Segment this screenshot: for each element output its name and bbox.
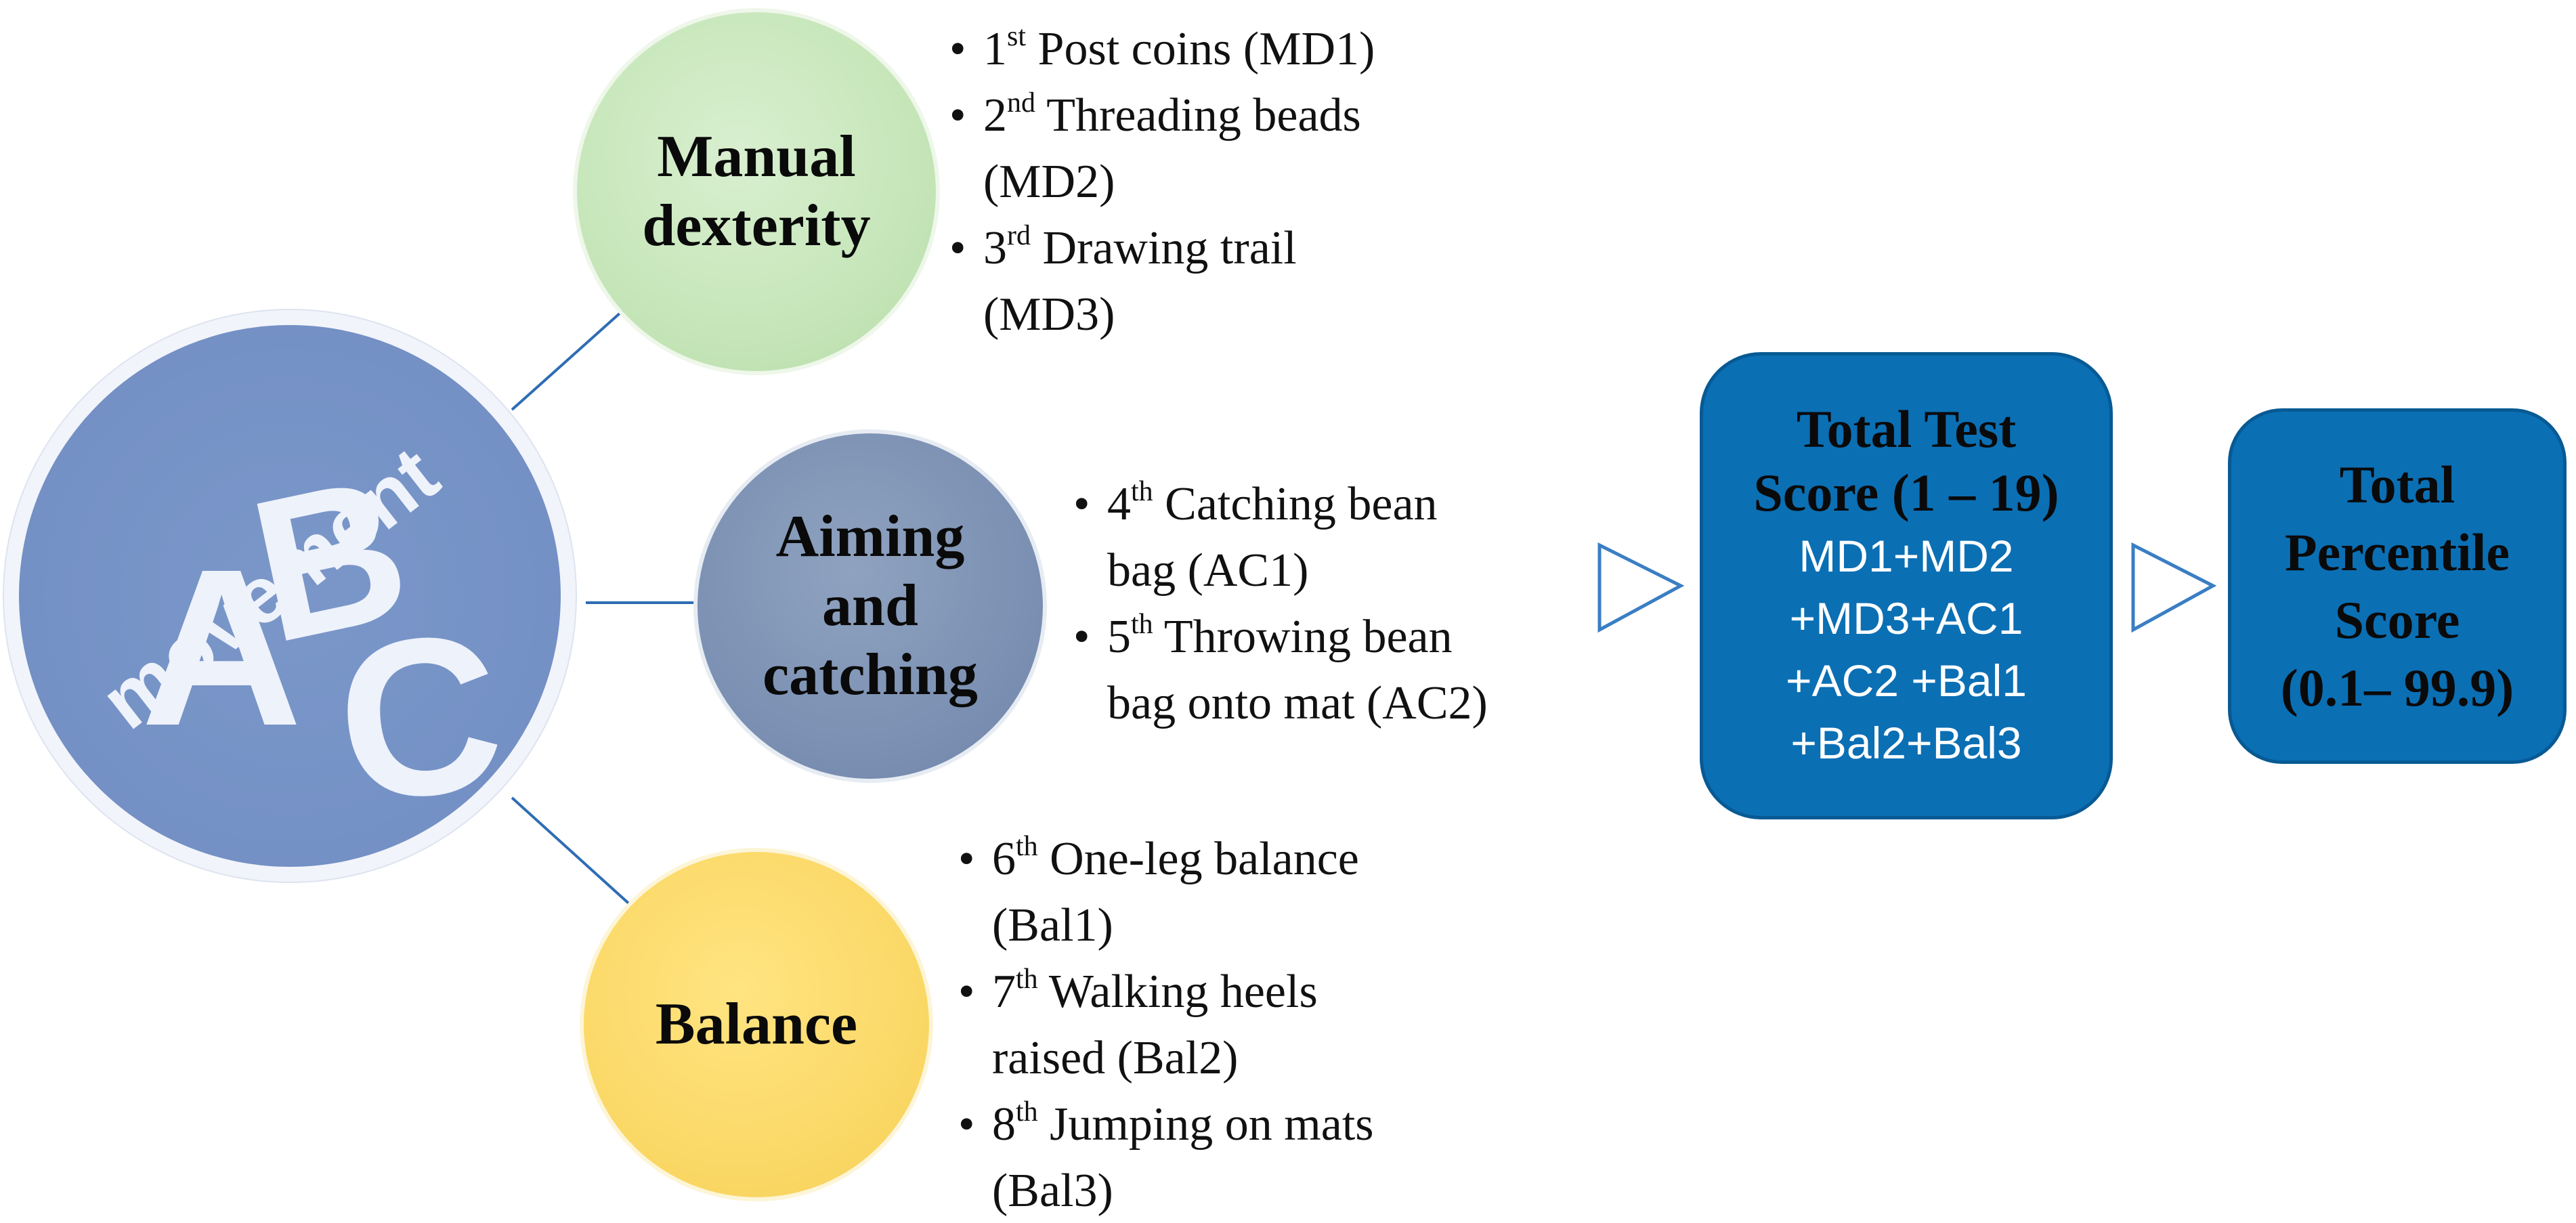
task-md1: •1st Post coins (MD1)	[949, 20, 1375, 75]
balance-circle: Balance	[584, 852, 929, 1197]
movement-abc-logo-art: movement A B C	[85, 430, 513, 850]
movement-abc-logo: movement A B C	[19, 325, 561, 867]
total-test-title: Total Test Score (1 – 19)	[1753, 400, 2059, 522]
arrow-to-total-test	[1597, 542, 1685, 633]
task-md2: •2nd Threading beads(MD2)	[949, 87, 1361, 208]
balance-task-list: •6th One-leg balance(Bal1) •7th Walking …	[958, 826, 1500, 1223]
task-md3: •3rd Drawing trail(MD3)	[949, 219, 1297, 341]
connector-manual	[511, 300, 635, 411]
task-bal1: •6th One-leg balance(Bal1)	[958, 830, 1359, 951]
manual-dexterity-circle: Manual dexterity	[577, 12, 936, 371]
logo-letter-c: C	[326, 584, 513, 850]
aiming-catching-circle: Aiming and catching	[697, 433, 1043, 779]
total-test-score-box: Total Test Score (1 – 19) MD1+MD2 +MD3+A…	[1700, 352, 2113, 819]
total-test-formula: MD1+MD2 +MD3+AC1 +AC2 +Bal1 +Bal2+Bal3	[1786, 531, 2027, 768]
total-percentile-score-box: Total Percentile Score (0.1– 99.9)	[2228, 408, 2567, 764]
aiming-catching-title: Aiming and catching	[763, 503, 978, 708]
arrow-to-percentile	[2131, 542, 2217, 633]
logo-letter-a: A	[141, 522, 302, 772]
manual-dexterity-title: Manual dexterity	[642, 123, 871, 259]
task-bal3: •8th Jumping on mats(Bal3)	[958, 1096, 1374, 1217]
manual-dexterity-task-list: •1st Post coins (MD1) •2nd Threading bea…	[949, 16, 1491, 348]
balance-title: Balance	[655, 991, 858, 1057]
connector-balance	[511, 796, 635, 909]
percentile-title: Total Percentile Score (0.1– 99.9)	[2280, 454, 2514, 717]
